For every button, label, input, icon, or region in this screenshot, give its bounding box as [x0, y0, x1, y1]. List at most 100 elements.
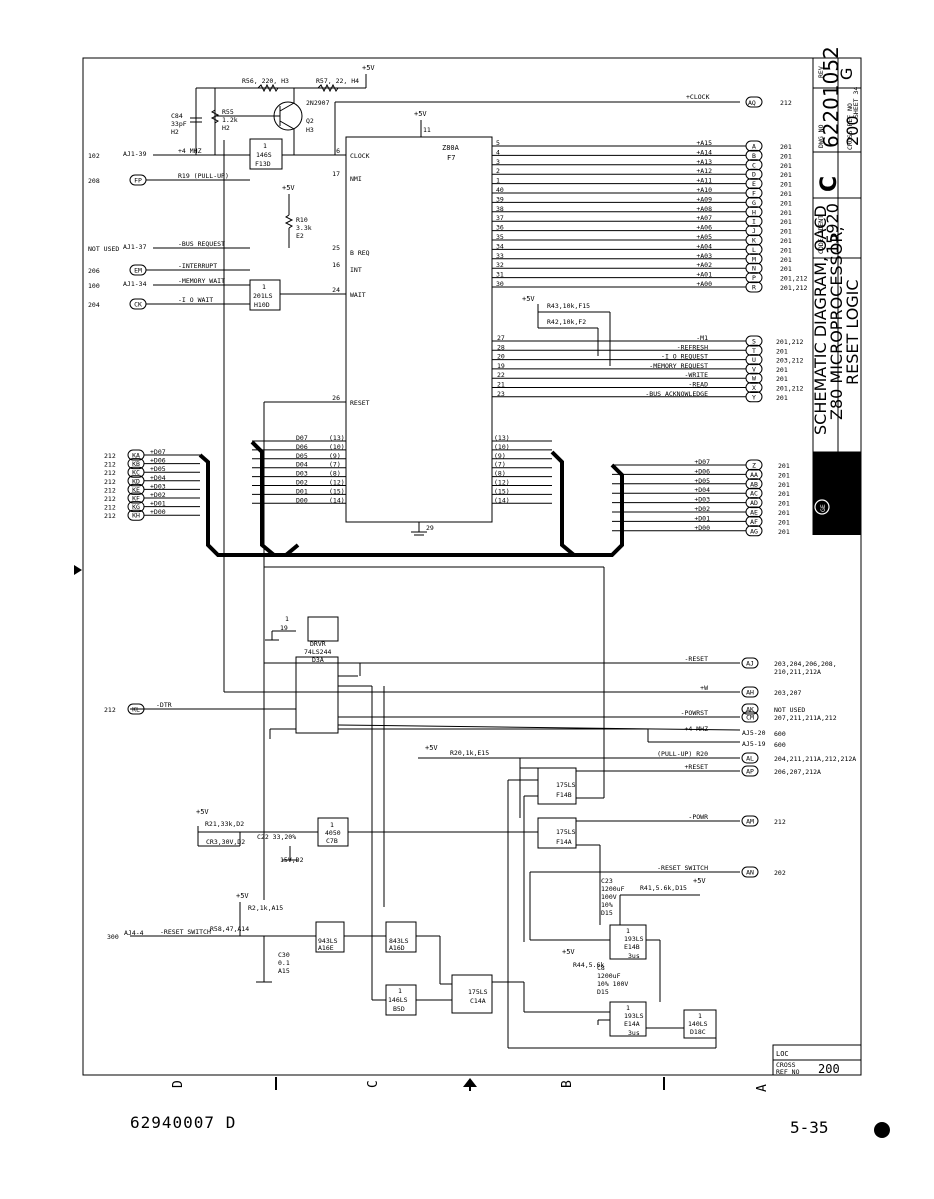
data-left-ref: 212 — [104, 478, 116, 486]
addr-conn: N — [752, 265, 756, 273]
addr-bubble — [745, 140, 763, 152]
lower-bubble — [741, 815, 759, 827]
e14b-name: 193LS — [624, 935, 644, 943]
data-right-net: +D00 — [694, 524, 710, 532]
r57-label: R57, 22, H4 — [316, 77, 359, 85]
r21-vcc: +5V — [196, 808, 209, 816]
cross-label: CROSS — [776, 1061, 796, 1069]
data-right-net: +D05 — [694, 477, 710, 485]
addr-ref: 201 — [780, 181, 792, 189]
data-inner-pin-r: (8) — [494, 470, 506, 478]
u146s-num: 1 — [263, 142, 267, 150]
data-inner-pin: (7) — [329, 461, 341, 469]
ge-logo — [814, 499, 830, 515]
data-inner-name: D03 — [296, 470, 308, 478]
lower-bubble — [741, 657, 759, 669]
z80-vcc-pin: 11 — [423, 126, 431, 134]
data-inner-pin-r: (9) — [494, 452, 506, 460]
r44-vcc: +5V — [562, 948, 575, 956]
addr-net: +A02 — [696, 261, 712, 269]
e14b-num: 1 — [626, 927, 630, 935]
buffer-146s: 1 146S F13D — [249, 138, 294, 170]
side-arrow-icon — [74, 565, 82, 575]
data-right-ref: 201 — [778, 509, 790, 517]
data-left-net: +D03 — [150, 482, 166, 490]
z80-name: Z80A — [442, 144, 460, 152]
addr-ref: 201 — [780, 209, 792, 217]
data-right-conn: AG — [750, 527, 758, 535]
data-left-ref: 212 — [104, 512, 116, 520]
ctrl-bubble — [745, 372, 763, 384]
u4050-num: 1 — [330, 821, 334, 829]
q2-ref: Q2 — [306, 117, 314, 125]
data-right-ref: 201 — [778, 462, 790, 470]
ctrl-bubble — [745, 391, 763, 403]
addr-conn: D — [752, 171, 756, 179]
a16e-loc: A16E — [318, 944, 334, 952]
addr-bubble — [745, 272, 763, 284]
addr-net: +A14 — [696, 148, 712, 156]
zone-b: B — [560, 1080, 575, 1088]
lower-ref: 204,211,211A,212,212A — [774, 755, 856, 763]
data-right-bubble — [745, 478, 763, 490]
z80-loc: F7 — [447, 154, 455, 162]
data-left-net: +D05 — [150, 465, 166, 473]
ctrl-ref: 201,212 — [776, 338, 803, 346]
data-inner-pin-r: (15) — [494, 487, 510, 495]
data-right-bubble — [745, 515, 763, 527]
lower-net: -RESET — [685, 655, 709, 663]
addr-net: +A01 — [696, 271, 712, 279]
left-net: -BUS REQUEST — [178, 240, 225, 248]
data-inner-pin-r: (13) — [494, 434, 510, 442]
data-inner-name: D04 — [296, 461, 308, 469]
lower-bubble — [741, 703, 759, 715]
e14a-name: 193LS — [624, 1012, 644, 1020]
data-right-conn: Z — [752, 462, 756, 470]
e14b-pulse: 3us — [628, 952, 640, 960]
c14a-name: 175LS — [468, 988, 488, 996]
addr-bubble — [745, 159, 763, 171]
clock-ref: 212 — [780, 99, 792, 107]
data-right-ref: 201 — [778, 490, 790, 498]
data-right-bubble — [745, 497, 763, 509]
data-right-conn: AF — [750, 518, 758, 526]
ctrl-net: -READ — [688, 381, 708, 389]
data-left-conn: KG — [132, 503, 140, 511]
vcc-top: +5V — [362, 64, 375, 72]
addr-ref: 201 — [780, 162, 792, 170]
center-arrow-icon — [463, 1078, 477, 1087]
drvr-pin1: 1 — [285, 615, 289, 623]
dtr-ref: 212 — [104, 706, 116, 714]
r41-vcc: +5V — [693, 877, 706, 885]
left-conn: AJ1-37 — [123, 243, 147, 251]
lower-ref: 212 — [774, 818, 786, 826]
data-right-bubble — [745, 487, 763, 499]
driver-74ls244: 1 19 DRVR 74LS244 D3A — [265, 615, 339, 734]
ctrl-net: -BUS ACKNOWLEDGE — [645, 390, 708, 398]
z80-pin-num: 24 — [332, 286, 340, 294]
lower-net: +W — [700, 684, 708, 692]
data-inner-name: D07 — [296, 434, 308, 442]
zone-d: D — [171, 1080, 186, 1088]
addr-ref: 201 — [780, 228, 792, 236]
data-right-net: +D07 — [694, 458, 710, 466]
data-right-bubble — [745, 525, 763, 537]
addr-pin: 34 — [496, 242, 504, 250]
addr-net: +A07 — [696, 214, 712, 222]
lower-ref: 600 — [774, 741, 786, 749]
left-ref: 100 — [88, 282, 100, 290]
lower-conn: AL — [746, 755, 754, 763]
u146s-loc: F13D — [255, 160, 271, 168]
data-left-ref: 212 — [104, 486, 116, 494]
dwg-no: 62201052 — [819, 46, 843, 148]
ctrl-net: -MEMORY REQUEST — [649, 362, 708, 370]
left-conn: EM — [134, 267, 142, 275]
ctrl-ref: 201 — [776, 347, 788, 355]
r20-label: R20,1k,E15 — [450, 749, 489, 757]
addr-ref: 201 — [780, 152, 792, 160]
